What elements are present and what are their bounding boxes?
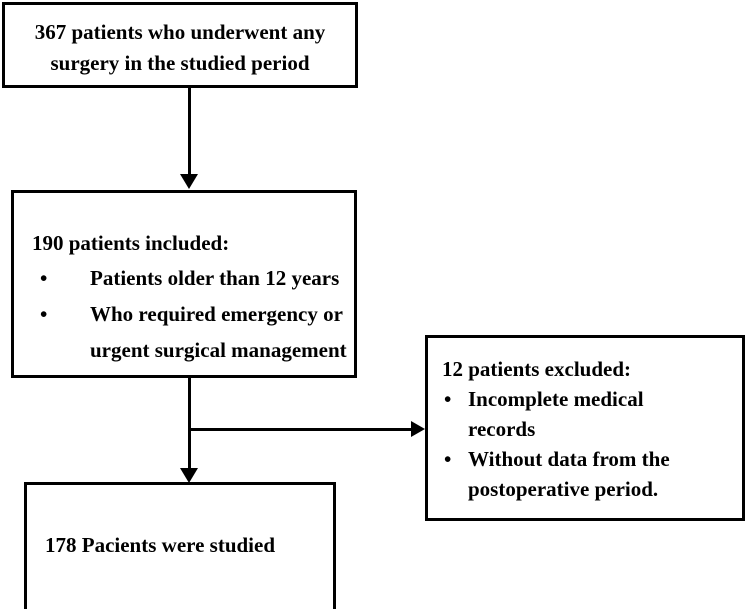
excluded-reasons-list: • Incomplete medical records • Without d… [442,384,742,504]
excluded-lead-line: 12 patients excluded: [442,357,631,381]
connector-included-to-excluded [188,428,412,431]
excluded-box: 12 patients excluded: • Incomplete medic… [425,335,745,521]
excluded-bullet-1-line-1: Incomplete medical [468,387,644,411]
bullet-icon: • [444,447,452,471]
connector-included-to-studied [188,378,191,470]
included-lead-line: 190 patients included: [32,231,230,255]
enrolled-line-1: 367 patients who underwent any [34,20,326,44]
bullet-icon: • [444,387,452,411]
list-item: • Who required emergency or urgent surgi… [32,296,354,368]
list-item: • Without data from the postoperative pe… [442,444,742,504]
enrolled-box-text: 367 patients who underwent any surgery i… [5,17,355,79]
enrolled-line-2: surgery in the studied period [50,51,310,75]
list-item: • Patients older than 12 years [32,260,354,296]
excluded-bullet-2-line-1: Without data from the [468,447,670,471]
included-bullet-2-line-1: Who required emergency or [90,302,343,326]
excluded-bullet-1-line-2: records [468,417,536,441]
arrow-down-icon-enrolled-to-included [180,174,198,189]
excluded-box-text: 12 patients excluded: • Incomplete medic… [428,354,742,504]
arrow-down-icon-included-to-studied [180,468,198,483]
included-criteria-list: • Patients older than 12 years • Who req… [32,260,354,368]
list-item: • Incomplete medical records [442,384,742,444]
included-bullet-1-line-1: Patients older than 12 years [90,266,340,290]
included-box-text: 190 patients included: • Patients older … [14,227,354,368]
bullet-icon: • [40,266,48,290]
included-box: 190 patients included: • Patients older … [11,190,357,378]
arrow-right-icon-included-to-excluded [411,421,425,437]
connector-enrolled-to-included [188,88,191,176]
studied-box-text: 178 Pacients were studied [27,531,333,559]
bullet-icon: • [40,302,48,326]
included-bullet-2-line-2: urgent surgical management [90,338,347,362]
studied-line-1: 178 Pacients were studied [45,533,276,557]
enrolled-box: 367 patients who underwent any surgery i… [2,2,358,88]
excluded-bullet-2-line-2: postoperative period. [468,477,659,501]
studied-box: 178 Pacients were studied [24,482,336,609]
